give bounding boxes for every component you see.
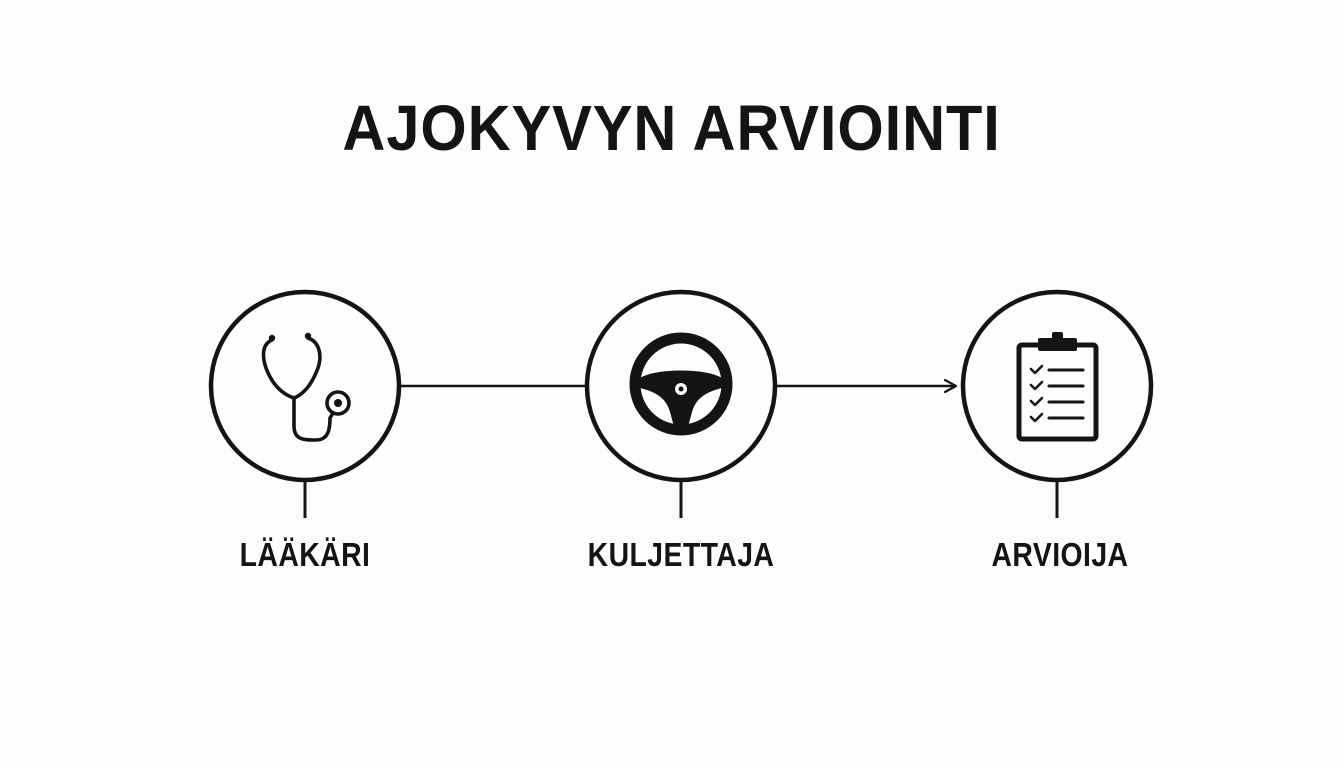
node-driver	[584, 289, 778, 518]
node-label-doctor: LÄÄKÄRI	[239, 536, 371, 573]
diagram-title: AJOKYVYN ARVIOINTI	[342, 92, 1001, 164]
node-label-driver: KULJETTAJA	[587, 536, 775, 573]
clipboard-checklist-icon	[1016, 332, 1099, 442]
node-assessor	[960, 289, 1154, 518]
node-doctor	[208, 289, 402, 518]
stethoscope-icon	[261, 332, 351, 442]
node-label-assessor: ARVIOIJA	[991, 536, 1129, 573]
steering-wheel-icon	[629, 332, 733, 436]
node-circle	[208, 289, 402, 483]
